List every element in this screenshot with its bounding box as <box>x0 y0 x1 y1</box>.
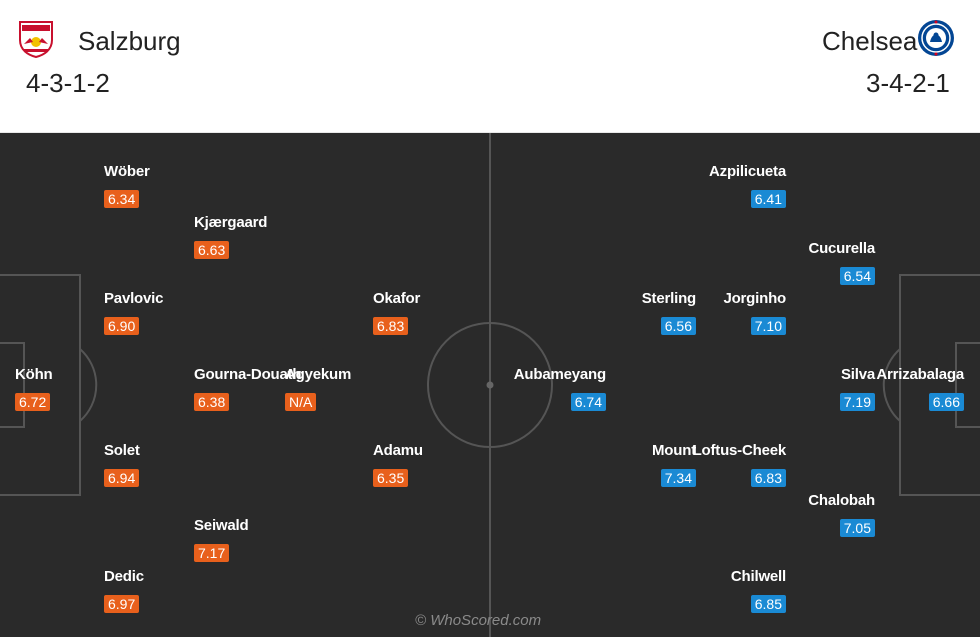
player-rating: 6.38 <box>194 393 230 411</box>
player-name[interactable]: Okafor <box>373 290 421 307</box>
player-rating: 6.83 <box>750 469 786 487</box>
player-name[interactable]: Pavlovic <box>104 290 164 307</box>
player-name[interactable]: Köhn <box>15 366 53 383</box>
player-rating: 6.54 <box>839 267 875 285</box>
home-team-name[interactable]: Salzburg <box>78 26 181 56</box>
player-rating: 6.41 <box>750 190 786 208</box>
player-rating: 7.19 <box>839 393 875 411</box>
player-rating: 7.17 <box>194 544 230 562</box>
player-rating: 6.66 <box>928 393 964 411</box>
player-name[interactable]: Silva <box>840 366 875 383</box>
player-name[interactable]: Aubameyang <box>513 366 606 383</box>
player-rating: 6.90 <box>104 317 140 335</box>
player-name[interactable]: Solet <box>104 442 140 459</box>
player-name[interactable]: Azpilicueta <box>709 163 786 180</box>
match-header: Salzburg 4-3-1-2 Chelsea 3-4-2-1 <box>0 0 980 128</box>
player-rating: 6.56 <box>660 317 696 335</box>
player-rating: 6.85 <box>750 595 786 613</box>
player-rating: 6.72 <box>15 393 51 411</box>
pitch-markings <box>0 133 980 637</box>
player-name[interactable]: Arrizabalaga <box>876 366 964 383</box>
player-name[interactable]: Cucurella <box>808 240 875 257</box>
player-name[interactable]: Mount <box>652 442 696 459</box>
player-name[interactable]: Agyekum <box>285 366 352 383</box>
pitch <box>0 132 980 637</box>
player-name[interactable]: Wöber <box>104 163 150 180</box>
away-formation: 3-4-2-1 <box>866 68 950 98</box>
player-rating: N/A <box>285 393 317 411</box>
player-name[interactable]: Chilwell <box>730 568 786 585</box>
player-rating: 7.34 <box>660 469 696 487</box>
player-name[interactable]: Seiwald <box>194 517 249 534</box>
player-name[interactable]: Gourna-Douath <box>194 366 302 383</box>
player-name[interactable]: Kjærgaard <box>194 214 268 231</box>
player-rating: 7.10 <box>750 317 786 335</box>
player-rating: 7.05 <box>839 519 875 537</box>
player-rating: 6.94 <box>104 469 140 487</box>
player-name[interactable]: Jorginho <box>723 290 786 307</box>
player-rating: 6.97 <box>104 595 140 613</box>
player-rating: 6.74 <box>570 393 606 411</box>
red-bull-salzburg-crest-icon <box>19 21 53 58</box>
player-name[interactable]: Sterling <box>641 290 696 307</box>
home-formation: 4-3-1-2 <box>26 68 110 98</box>
player-name[interactable]: Loftus-Cheek <box>692 442 787 459</box>
player-rating: 6.35 <box>373 469 409 487</box>
player-rating: 6.83 <box>373 317 409 335</box>
watermark: © WhoScored.com <box>415 612 542 629</box>
player-rating: 6.34 <box>104 190 140 208</box>
player-name[interactable]: Chalobah <box>808 492 875 509</box>
player-rating: 6.63 <box>194 241 230 259</box>
player-name[interactable]: Adamu <box>373 442 423 459</box>
player-name[interactable]: Dedic <box>104 568 144 585</box>
away-team-name[interactable]: Chelsea <box>822 26 918 56</box>
chelsea-crest-icon <box>918 20 954 56</box>
